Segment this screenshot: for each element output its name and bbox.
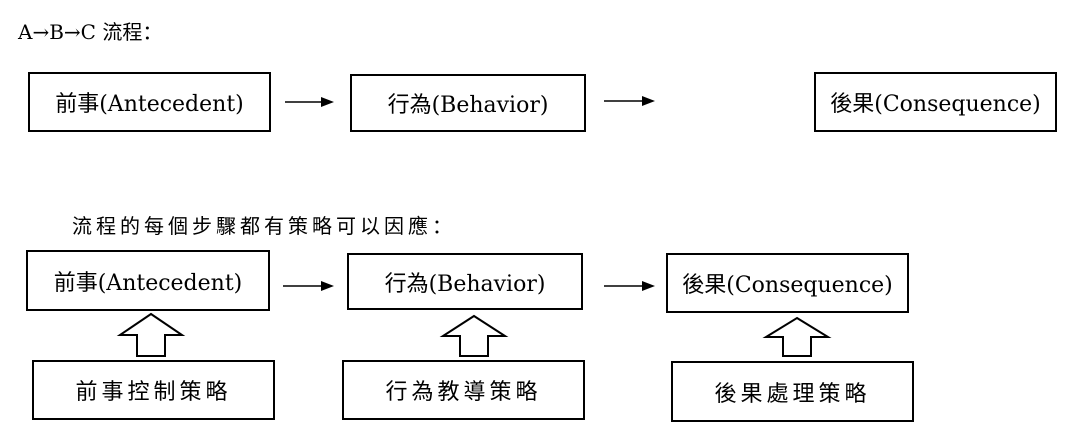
behavior-box: 行為(Behavior) — [350, 74, 586, 132]
up-arrow-behavior — [439, 314, 509, 357]
abc-flow-heading: A→B→C 流程： — [18, 20, 163, 44]
arrow-behavior-to-consequence — [604, 96, 655, 106]
antecedent-box: 前事(Antecedent) — [26, 250, 270, 311]
up-arrow-antecedent — [116, 312, 186, 357]
antecedent-strategy-box: 前事控制策略 — [32, 360, 275, 420]
consequence-strategy-box: 後果處理策略 — [671, 361, 914, 422]
arrow-behavior-to-consequence — [604, 281, 655, 291]
consequence-box: 後果(Consequence) — [814, 72, 1057, 132]
behavior-box: 行為(Behavior) — [347, 253, 583, 310]
behavior-strategy-box: 行為教導策略 — [342, 360, 585, 420]
strategy-heading: 流程的每個步驟都有策略可以因應： — [72, 214, 456, 238]
arrow-antecedent-to-behavior — [283, 281, 334, 291]
antecedent-box: 前事(Antecedent) — [28, 72, 271, 132]
up-arrow-consequence — [762, 316, 832, 357]
consequence-box: 後果(Consequence) — [666, 253, 909, 313]
arrow-antecedent-to-behavior — [285, 97, 334, 107]
